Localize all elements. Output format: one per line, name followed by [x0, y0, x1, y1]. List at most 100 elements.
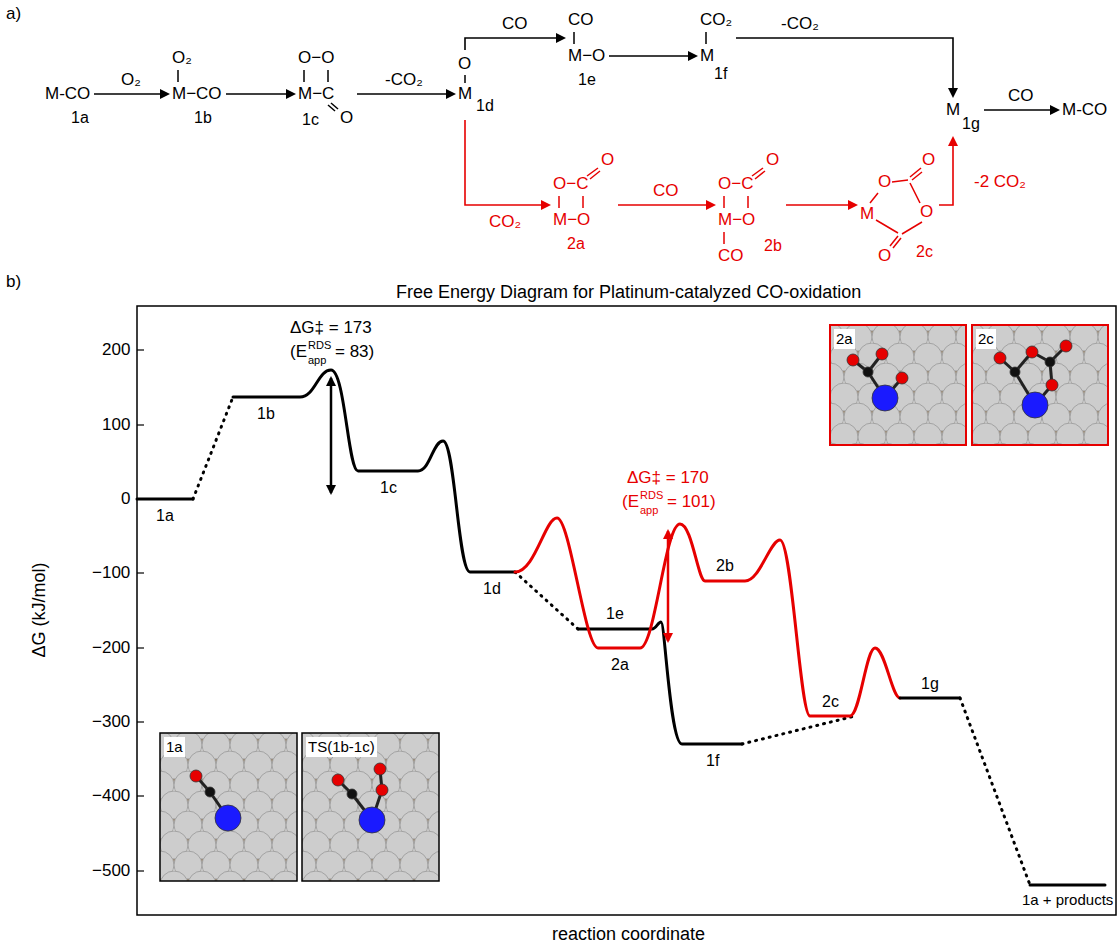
bond-line	[893, 238, 901, 248]
barrier-annotation: = 101)	[667, 492, 716, 512]
reaction-arrow	[786, 204, 856, 206]
surface-atom	[188, 871, 216, 881]
level-label: 2c	[822, 692, 839, 712]
adsorbate-atom	[190, 770, 202, 782]
inset-label: 2a	[834, 329, 855, 349]
surface-atom	[1028, 423, 1056, 445]
compound-number: 2a	[567, 234, 585, 254]
formula-text: CO₂	[700, 10, 732, 30]
bond-lines	[178, 32, 922, 248]
reaction-arrow	[465, 38, 564, 50]
panel-letter: b)	[6, 272, 21, 292]
level-label: 1b	[257, 404, 275, 424]
formula-text: M−CO	[172, 84, 222, 104]
formula-text: M	[860, 204, 874, 224]
formula-text: M−O	[568, 46, 605, 66]
tick-label: 0	[121, 489, 130, 509]
formula-text: M-CO	[45, 84, 90, 104]
formula-text: M−C	[298, 84, 334, 104]
tick-mark	[137, 349, 144, 350]
formula-text: CO	[718, 246, 744, 266]
surface-illustration	[972, 325, 1108, 445]
formula-text: M-CO	[1062, 100, 1107, 120]
plot-frame	[137, 306, 1116, 915]
surface-atom	[972, 423, 1000, 445]
bond-line	[464, 75, 466, 83]
bond-line	[910, 183, 920, 203]
level-label: 1f	[706, 751, 719, 771]
formula-text: M−O	[553, 210, 590, 230]
surface-atom	[414, 871, 439, 881]
bond-line	[573, 32, 575, 44]
bond-line	[912, 172, 922, 180]
species: COM−O1e	[568, 10, 605, 90]
adsorbate-atom	[374, 763, 386, 775]
energy-level	[1030, 884, 1105, 887]
adsorbate-atom	[847, 354, 859, 366]
adsorbate-atom	[376, 784, 388, 796]
species: M1g	[946, 100, 980, 134]
level-label: 1c	[380, 478, 397, 498]
compound-number: 1e	[578, 70, 596, 90]
surface-atom	[330, 871, 358, 881]
tick-mark	[137, 795, 144, 796]
surface-atom	[1056, 423, 1084, 445]
reagent-label: -CO₂	[383, 70, 425, 90]
reagent-label: -2 CO₂	[972, 172, 1028, 192]
formula-text: O−O	[298, 48, 334, 68]
reagent-label: CO₂	[487, 212, 523, 232]
reaction-arrow	[609, 55, 696, 57]
species: OO−CM−OCO2b	[718, 150, 782, 266]
formula-text: O−C	[553, 174, 588, 194]
reaction-arrow	[736, 38, 953, 96]
compound-number: 1c	[302, 110, 319, 130]
surface-atom	[830, 423, 858, 445]
adsorbate-atom	[1045, 357, 1055, 367]
adsorbate-atom	[359, 807, 385, 833]
barrier-annotation: (E	[622, 492, 639, 512]
bond-line	[723, 232, 725, 244]
species: OOMOO2c	[860, 150, 935, 266]
adsorbate-atom	[863, 367, 873, 377]
surface-atom	[272, 871, 297, 881]
reaction-arrow	[618, 204, 714, 206]
adsorbate-atom	[215, 805, 241, 831]
formula-text: O	[340, 108, 353, 128]
surface-atom	[358, 871, 386, 881]
level-label: 1e	[606, 604, 624, 624]
compound-number: 2c	[916, 242, 933, 262]
inset-frame	[160, 733, 297, 881]
inset-label: TS(1b-1c)	[306, 737, 377, 757]
panel-letter: a)	[6, 4, 21, 24]
formula-text: M−O	[718, 210, 755, 230]
bond-line	[747, 196, 749, 208]
compound-number: 1f	[714, 64, 727, 84]
compound-number: 1a	[71, 108, 89, 128]
bond-line	[892, 180, 908, 182]
adsorbate-atom	[1022, 392, 1048, 418]
adsorbate-atom	[1026, 346, 1038, 358]
level-label: 1g	[921, 674, 939, 694]
dotted-connector	[193, 397, 233, 499]
formula-text: O	[458, 54, 471, 74]
formula-text: O	[920, 202, 933, 222]
surface-atom	[886, 423, 914, 445]
energy-path-red	[515, 518, 900, 716]
bond-line	[327, 70, 329, 82]
surface-atom	[160, 871, 188, 881]
formula-text: O	[878, 172, 891, 192]
axis-label: ΔG (kJ/mol)	[29, 562, 49, 657]
level-label: 2b	[716, 556, 734, 576]
surface-atom	[216, 871, 244, 881]
adsorbate-atom	[876, 348, 888, 360]
surface-illustration	[160, 733, 297, 881]
barrier-annotation: app	[308, 350, 326, 370]
bond-line	[303, 70, 305, 82]
bond-line	[705, 32, 707, 44]
surface-atom	[914, 423, 942, 445]
barrier-arrow	[667, 531, 670, 641]
species: O−O M−C O 1c	[298, 48, 353, 130]
dotted-connector	[515, 572, 578, 629]
